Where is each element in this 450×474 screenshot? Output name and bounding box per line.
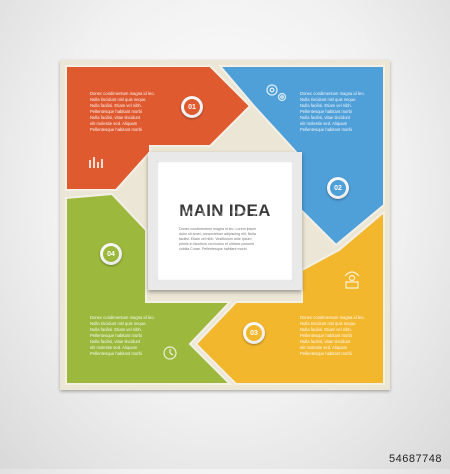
step-text-line: elit molestie sed. Aliquam — [90, 121, 138, 126]
clock-icon — [163, 346, 177, 360]
step-text-line: Nulla facilisi. Etiam vel nibh. — [90, 103, 142, 108]
step-text-line: Nulla facilisi. Etiam vel nibh. — [300, 103, 352, 108]
step-02-number: 02 — [330, 180, 346, 196]
step-04-text: Donec condimentum magna id leo.Nulla tin… — [90, 315, 162, 357]
step-01-text: Donec condimentum magna id leo.Nulla tin… — [90, 91, 162, 133]
step-text-line: Pellentesque habitant morbi — [90, 351, 142, 356]
main-idea-body-line: primis in faucibus orci luctus et ultric… — [179, 242, 255, 246]
step-text-line: Donec condimentum magna id leo. — [90, 91, 155, 96]
step-text-line: Pellentesque habitant morbi — [300, 127, 352, 132]
step-text-line: Pellentesque habitant morbi — [300, 333, 352, 338]
step-04-number: 04 — [103, 246, 119, 262]
step-01-badge: 01 — [181, 96, 203, 118]
step-03-number: 03 — [246, 325, 262, 341]
main-idea-body-line: facilisi. Etiam vel nibh. Vestibulum ant… — [179, 237, 252, 241]
step-03-badge: 03 — [243, 322, 265, 344]
main-idea-box: MAIN IDEA Donec condimentum magna id leo… — [148, 152, 302, 290]
step-text-line: Pellentesque habitant morbi — [90, 127, 142, 132]
step-02-badge: 02 — [327, 177, 349, 199]
main-idea-body-line: cubilia Curae. Pellentesque habitant mor… — [179, 247, 247, 251]
step-text-line: elit molestie sed. Aliquam — [300, 121, 348, 126]
step-text-line: Pellentesque habitant morbi — [90, 333, 142, 338]
step-text-line: Nulla facilisi, vitae tincidunt — [90, 115, 141, 120]
segment-red-01 — [65, 65, 252, 191]
step-text-line: Nulla tincidunt nisl quis neque. — [300, 97, 357, 102]
step-text-line: Pellentesque habitant morbi — [300, 351, 352, 356]
step-text-line: Donec condimentum magna id leo. — [300, 315, 365, 320]
main-idea-title: MAIN IDEA — [179, 201, 271, 220]
bar-chart-icon — [89, 157, 103, 168]
main-idea-body-line: Donec condimentum magna id leo. Lorem ip… — [179, 227, 257, 231]
step-text-line: Donec condimentum magna id leo. — [300, 91, 365, 96]
step-text-line: Nulla facilisi, vitae tincidunt — [300, 339, 351, 344]
stock-id: 54687748 — [389, 453, 442, 465]
step-text-line: Nulla tincidunt nisl quis neque. — [90, 321, 147, 326]
step-text-line: Pellentesque habitant morbi — [90, 109, 142, 114]
step-text-line: Nulla tincidunt nisl quis neque. — [300, 321, 357, 326]
watermark: PIXTA — [180, 206, 270, 233]
step-03-text: Donec condimentum magna id leo.Nulla tin… — [300, 315, 372, 357]
step-text-line: Nulla facilisi, vitae tincidunt — [300, 115, 351, 120]
segment-green-04 — [65, 192, 233, 385]
main-idea-body-line: dolor sit amet, consectetuer adipiscing … — [179, 232, 256, 236]
step-04-badge: 04 — [100, 243, 122, 265]
step-text-line: Pellentesque habitant morbi — [300, 109, 352, 114]
main-idea-body: Donec condimentum magna id leo. Lorem ip… — [179, 227, 275, 252]
step-text-line: elit molestie sed. Aliquam — [90, 345, 138, 350]
step-text-line: Nulla tincidunt nisl quis neque. — [90, 97, 147, 102]
step-text-line: elit molestie sed. Aliquam — [300, 345, 348, 350]
step-text-line: Nulla facilisi, vitae tincidunt — [90, 339, 141, 344]
step-text-line: Nulla facilisi. Etiam vel nibh. — [300, 327, 352, 332]
main-idea-panel: MAIN IDEA Donec condimentum magna id leo… — [157, 161, 293, 281]
segment-blue-02 — [217, 65, 385, 247]
segment-yellow-03 — [194, 209, 385, 385]
step-02-text: Donec condimentum magna id leo.Nulla tin… — [300, 91, 372, 133]
step-01-number: 01 — [184, 99, 200, 115]
gears-icon — [266, 84, 287, 102]
step-text-line: Nulla facilisi. Etiam vel nibh. — [90, 327, 142, 332]
presentation-icon — [344, 271, 360, 289]
step-text-line: Donec condimentum magna id leo. — [90, 315, 155, 320]
